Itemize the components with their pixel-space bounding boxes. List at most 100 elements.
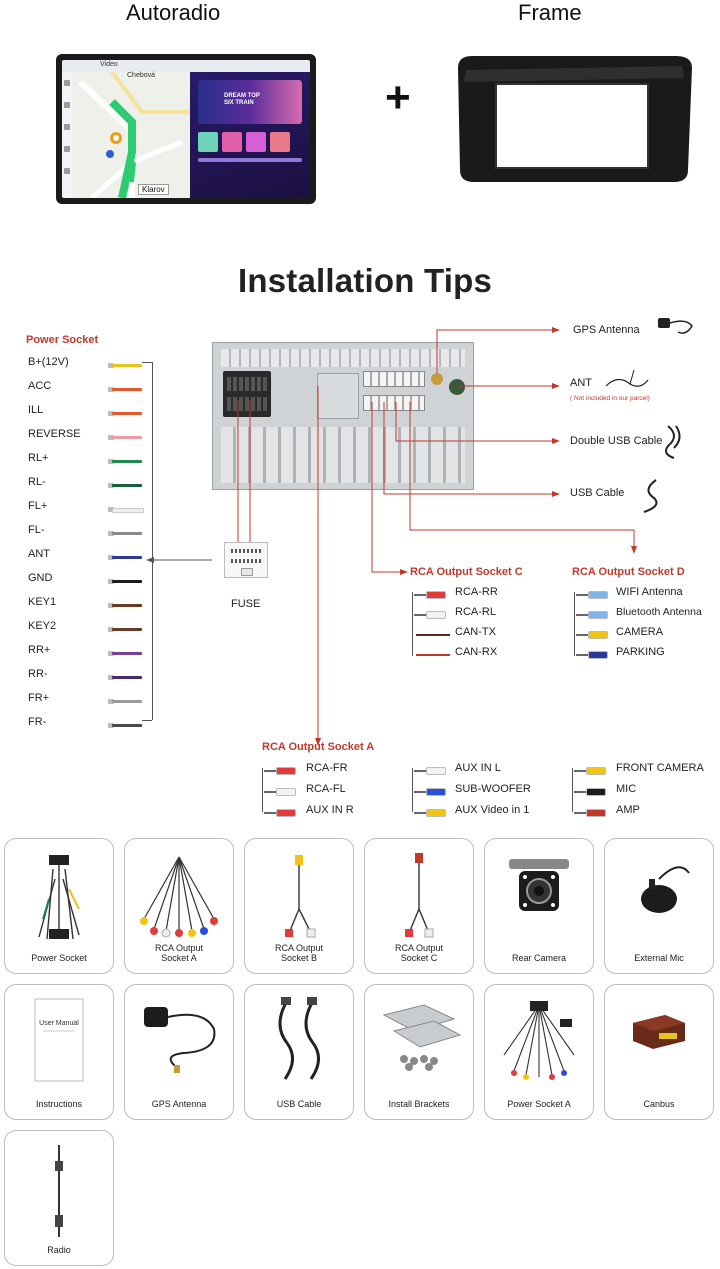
autoradio-heading: Autoradio xyxy=(126,0,221,25)
socket-d-plug xyxy=(576,611,610,619)
wire-label: KEY2 xyxy=(28,620,57,632)
pin-row xyxy=(227,377,267,391)
socket-a-bracket xyxy=(572,768,573,812)
wire-tip xyxy=(108,459,114,464)
wire-tip xyxy=(108,435,114,440)
head-unit-rear xyxy=(212,342,474,490)
accessory-card: Radio xyxy=(4,1130,114,1266)
wire-tip xyxy=(108,603,114,608)
power-connector-port xyxy=(223,371,271,417)
accessory-caption-line1: GPS Antenna xyxy=(151,1099,207,1109)
socket-a-bracket xyxy=(412,768,413,812)
socket-a-plug xyxy=(414,788,448,796)
wire-color-swatch xyxy=(112,724,142,727)
wire-row: RL- xyxy=(26,473,142,497)
map-city-label: Chebová xyxy=(127,72,156,79)
socket-c-item-label: RCA-RR xyxy=(455,586,498,598)
accessory-caption: GPS Antenna xyxy=(125,1099,233,1109)
connector-lines xyxy=(146,327,637,746)
accessory-image xyxy=(125,849,233,939)
accessory-caption-line1: Radio xyxy=(47,1245,71,1255)
socket-a-item-label: RCA-FR xyxy=(306,762,348,774)
media-banner: DREAM TOP SIX TRAIN xyxy=(198,80,302,124)
gps-port xyxy=(431,373,443,385)
wire-label: FL- xyxy=(28,524,45,536)
media-banner-title: DREAM TOP SIX TRAIN xyxy=(224,93,260,106)
socket-d-item-label: Bluetooth Antenna xyxy=(616,606,702,618)
wire-label: RR+ xyxy=(28,644,51,656)
wire-color-swatch xyxy=(112,412,142,415)
accessory-caption-line1: Install Brackets xyxy=(388,1099,450,1109)
accessory-caption: Install Brackets xyxy=(365,1099,473,1109)
wire-color-swatch xyxy=(112,436,142,439)
ant-note: ( Not included in our parcel) xyxy=(570,395,650,402)
wire-tip xyxy=(108,483,114,488)
wire-row: KEY2 xyxy=(26,617,142,641)
media-progress xyxy=(198,158,302,162)
wire-row: FR+ xyxy=(26,689,142,713)
wire-color-swatch xyxy=(112,532,142,535)
wire-color-swatch xyxy=(112,700,142,703)
socket-c-item-label: CAN-TX xyxy=(455,626,496,638)
wire-tip xyxy=(108,507,114,512)
wire-row: B+(12V) xyxy=(26,353,142,377)
accessory-card: Canbus xyxy=(604,984,714,1120)
wire-tip xyxy=(108,363,114,368)
usb-cable-label: USB Cable xyxy=(570,487,625,499)
usb-cable-icon xyxy=(638,478,664,514)
wire-tip xyxy=(108,651,114,656)
gps-antenna-label: GPS Antenna xyxy=(573,324,640,336)
wire-tip xyxy=(108,531,114,536)
screen-app-title: Video xyxy=(100,61,118,68)
wire-label: ILL xyxy=(28,404,44,416)
album-tile xyxy=(222,132,242,152)
wire-label: B+(12V) xyxy=(28,356,69,368)
head-unit: Video Chebová Klarov xyxy=(56,54,316,204)
wire-tip xyxy=(108,627,114,632)
fuse-box xyxy=(224,542,268,578)
rear-bracket xyxy=(317,373,359,419)
fuse-label: FUSE xyxy=(231,598,261,610)
accessory-caption-line2: Socket A xyxy=(161,953,197,963)
socket-d-plug xyxy=(576,651,610,659)
socket-d-title: RCA Output Socket D xyxy=(572,566,685,578)
wire-label: GND xyxy=(28,572,53,584)
accessory-caption-line1: Rear Camera xyxy=(511,953,567,963)
socket-d-plug xyxy=(576,591,610,599)
socket-a-bracket xyxy=(262,768,263,812)
wire-color-swatch xyxy=(112,508,144,513)
album-tile xyxy=(270,132,290,152)
accessory-card: External Mic xyxy=(604,838,714,974)
socket-c-title: RCA Output Socket C xyxy=(410,566,523,578)
socket-d-item-label: CAMERA xyxy=(616,626,664,638)
wire-label: RR- xyxy=(28,668,48,680)
wire-label: FR+ xyxy=(28,692,50,704)
accessory-image xyxy=(5,1141,113,1241)
accessory-image xyxy=(5,849,113,939)
socket-c-item-label: RCA-RL xyxy=(455,606,496,618)
frame-shape xyxy=(458,56,692,182)
accessory-card: Power Socket A xyxy=(484,984,594,1120)
wire-tip xyxy=(108,699,114,704)
accessory-caption-line1: RCA Output xyxy=(394,943,444,953)
screen-media-panel: DREAM TOP SIX TRAIN xyxy=(190,72,310,198)
wire-row: REVERSE xyxy=(26,425,142,449)
wire-row: ILL xyxy=(26,401,142,425)
album-tile xyxy=(246,132,266,152)
wire-label: FR- xyxy=(28,716,47,728)
socket-a-item-label: AUX Video in 1 xyxy=(455,804,530,816)
wire-label: KEY1 xyxy=(28,596,57,608)
socket-a-plug xyxy=(414,767,448,775)
accessory-card: Power Socket xyxy=(4,838,114,974)
power-bracket-top xyxy=(142,362,152,363)
ant-icon xyxy=(604,366,652,392)
socket-a-title: RCA Output Socket A xyxy=(262,741,375,753)
map-route-graphic xyxy=(77,70,190,198)
head-unit-screen: Video Chebová Klarov xyxy=(62,60,310,198)
accessory-caption-line1: Power Socket A xyxy=(507,1099,571,1109)
wire-color-swatch xyxy=(112,676,142,679)
wire-color-swatch xyxy=(112,604,142,607)
rear-heatsink xyxy=(221,427,465,483)
